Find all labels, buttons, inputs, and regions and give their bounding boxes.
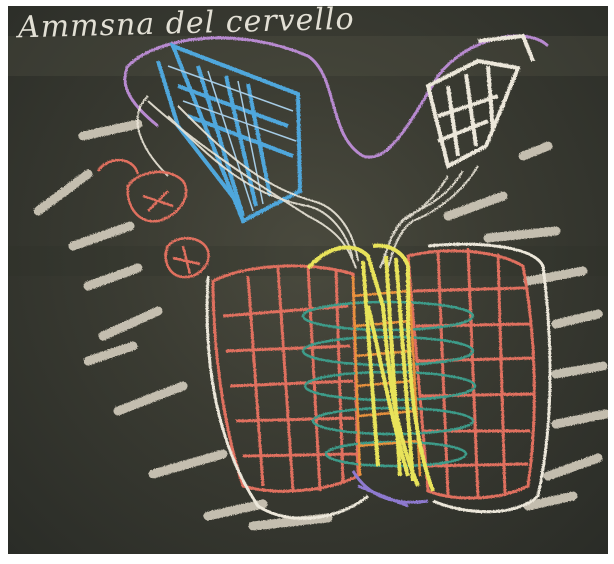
red-lung-left xyxy=(213,266,358,491)
chalk-drawing xyxy=(8,6,608,554)
left-ray-strokes xyxy=(38,124,328,526)
nerve-bundles xyxy=(138,96,478,268)
chalkboard: Ammsna del cervello xyxy=(8,6,608,554)
